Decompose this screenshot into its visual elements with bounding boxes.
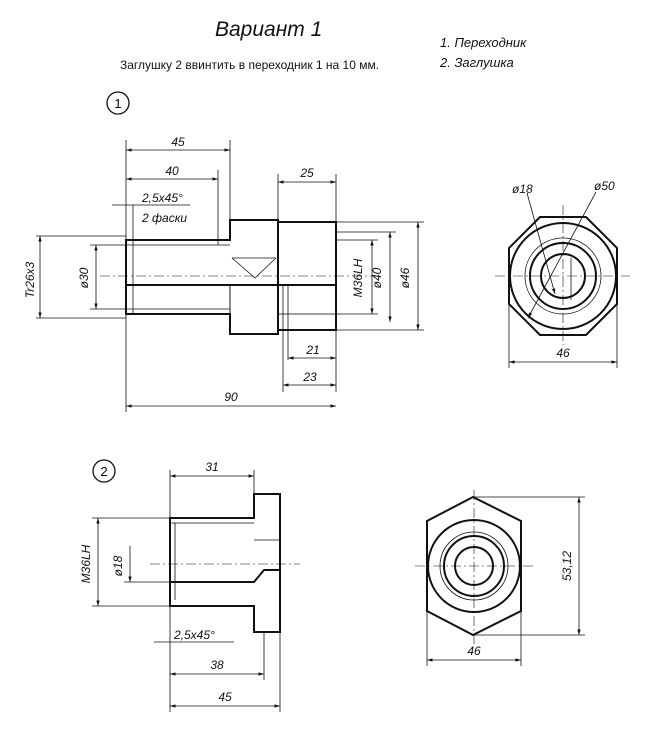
part1-hatch-shaft <box>125 284 231 315</box>
part1-octagon <box>508 216 618 336</box>
part1-number-circle <box>106 91 130 115</box>
part1-dim-23: 23 <box>302 370 317 384</box>
part1-side-dia-50: ø50 <box>594 179 615 193</box>
part2-front-view: 2 31 M36LH ø18 2,5x45° 38 45 <box>79 459 300 712</box>
part1-chamfer-count: 2 фаски <box>141 211 187 225</box>
part1-side-view: ø18 ø50 46 <box>495 179 630 368</box>
page-title: Вариант 1 <box>215 18 323 41</box>
part2-outline <box>169 493 281 633</box>
part1-m36: M36LH <box>351 258 365 297</box>
legend-item-plug: 2. Заглушка <box>440 55 514 70</box>
part2-number-circle <box>92 459 116 483</box>
part1-hatch-socket <box>277 313 337 331</box>
part1-dia-40: ø40 <box>370 267 384 288</box>
part1-number: 1 <box>114 96 121 111</box>
part2-side-height-5312: 53,12 <box>560 551 574 581</box>
part2-dim-45: 45 <box>218 690 232 704</box>
part2-chamfer: 2,5x45° <box>173 628 215 642</box>
part1-dim-25: 25 <box>299 166 314 180</box>
part2-dia-18: ø18 <box>111 555 125 576</box>
part1-front-view: 1 45 40 2,5x45° 2 фаски <box>23 91 424 412</box>
part2-m36: M36LH <box>79 544 93 583</box>
part1-dia-46: ø46 <box>398 267 412 288</box>
part2-side-view: 53,12 46 <box>415 490 585 666</box>
part2-side-width-46: 46 <box>467 644 481 658</box>
part2-number: 2 <box>100 464 107 479</box>
part1-side-dia-18: ø18 <box>512 182 533 196</box>
part1-dim-40: 40 <box>165 164 179 178</box>
part2-dim-38: 38 <box>210 658 224 672</box>
part1-dim-90: 90 <box>224 390 238 404</box>
assembly-instruction: Заглушку 2 ввинтить в переходник 1 на 10… <box>120 58 380 72</box>
part1-outline <box>125 219 337 335</box>
part1-side-width-46: 46 <box>556 346 570 360</box>
part1-hatch-collar <box>229 284 279 335</box>
part1-dim-21: 21 <box>305 343 319 357</box>
part2-dim-31: 31 <box>205 460 218 474</box>
legend-item-adapter: 1. Переходник <box>440 35 527 50</box>
part1-dia-30: ø30 <box>77 267 91 288</box>
part2-hatch <box>169 569 281 633</box>
part1-chamfer: 2,5x45° <box>141 191 183 205</box>
part1-thread: Tr26x3 <box>23 261 37 298</box>
part1-dim-45: 45 <box>171 135 185 149</box>
